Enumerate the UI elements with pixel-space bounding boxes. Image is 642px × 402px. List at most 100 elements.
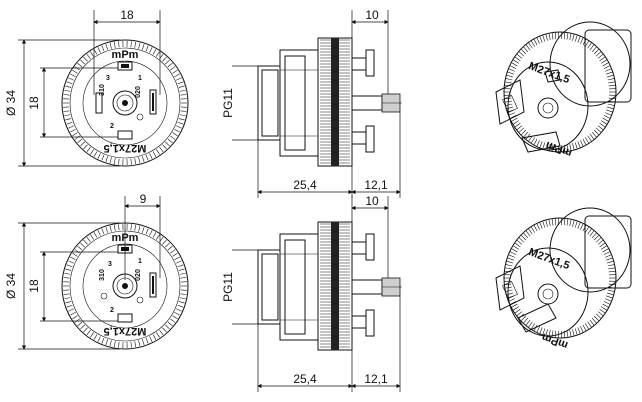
thread-marking: M27x1,5 bbox=[104, 142, 147, 154]
knurl-tick bbox=[86, 53, 91, 60]
knurl-tick bbox=[516, 239, 523, 245]
knurl-tick bbox=[545, 219, 548, 227]
knurl-tick bbox=[548, 33, 551, 41]
knurl-tick bbox=[606, 292, 614, 296]
knurl-tick bbox=[152, 151, 157, 157]
knurl-tick bbox=[569, 329, 572, 337]
pin-label-1: 1 bbox=[138, 258, 142, 265]
knurl-tick bbox=[176, 308, 182, 312]
knurl-tick bbox=[563, 32, 566, 40]
knurl-tick bbox=[90, 149, 94, 155]
knurl-tick bbox=[170, 249, 176, 254]
knurl-tick bbox=[602, 303, 609, 308]
knurl-tick bbox=[566, 218, 569, 226]
knurl-tick bbox=[105, 226, 108, 233]
knurl-tick bbox=[145, 337, 149, 344]
knurl-tick bbox=[65, 268, 72, 271]
knurl-tick bbox=[512, 59, 519, 64]
knurl-tick bbox=[589, 133, 595, 140]
knurl-tick bbox=[152, 49, 157, 55]
knurl-tick bbox=[536, 326, 540, 333]
knurl-tick bbox=[580, 223, 584, 230]
knurl-tick bbox=[83, 56, 88, 62]
perspective-view-bottom: M27x1,5 mPm bbox=[495, 207, 632, 351]
knurl-tick bbox=[178, 268, 185, 271]
knurl-tick bbox=[66, 81, 73, 85]
knurl-tick bbox=[180, 94, 187, 96]
side-view-bottom bbox=[257, 221, 402, 351]
knurl-tick bbox=[603, 301, 611, 305]
dim-25-4-bottom: 25,4 bbox=[293, 372, 317, 386]
knurl-tick bbox=[156, 332, 160, 338]
knurl-tick bbox=[554, 32, 557, 40]
knurl-tick bbox=[507, 71, 514, 75]
knurl-perspective bbox=[504, 32, 616, 152]
knurl-tick bbox=[593, 48, 600, 55]
knurl-tick bbox=[572, 143, 575, 151]
knurl-tick bbox=[70, 129, 76, 133]
knurl-tick bbox=[599, 122, 606, 128]
knurl-tick bbox=[509, 301, 517, 305]
knurl-tick bbox=[68, 125, 74, 129]
knurl-tick bbox=[177, 264, 184, 268]
knurl-tick bbox=[97, 47, 101, 53]
knurl-tick bbox=[101, 228, 105, 235]
knurl-band bbox=[331, 222, 339, 350]
knurl-tick bbox=[159, 146, 164, 153]
knurl-tick bbox=[597, 239, 604, 245]
knurl-tick bbox=[142, 226, 145, 233]
knurl-tick bbox=[607, 289, 615, 292]
knurl-tick bbox=[70, 73, 76, 77]
knurl-tick bbox=[172, 132, 178, 137]
knurl-tick bbox=[156, 51, 160, 57]
knurl-tick bbox=[599, 308, 606, 314]
knurl-tick bbox=[533, 138, 538, 146]
knurl-tick bbox=[83, 327, 88, 333]
dim-width-18: 18 bbox=[120, 8, 134, 22]
knurl-tick bbox=[80, 242, 85, 248]
knurl-tick bbox=[523, 131, 529, 138]
knurl-tick bbox=[66, 264, 73, 268]
knurl-tick bbox=[518, 237, 525, 243]
knurl-tick bbox=[63, 277, 70, 279]
knurl-tick bbox=[505, 103, 513, 106]
knurl-tick bbox=[167, 138, 173, 144]
knurl-tick bbox=[138, 340, 141, 347]
knurl-tick bbox=[179, 89, 186, 92]
knurl-tick bbox=[142, 339, 145, 346]
knurl-tick bbox=[582, 38, 587, 46]
knurl-tick bbox=[606, 257, 613, 261]
knurl-tick bbox=[523, 232, 529, 239]
knurl-tick bbox=[165, 324, 170, 330]
knurl-tick bbox=[589, 230, 595, 237]
knurl-tick bbox=[134, 41, 137, 48]
knurl-tick bbox=[536, 223, 540, 230]
knurl-tick bbox=[601, 306, 608, 311]
knurl-tick bbox=[577, 141, 581, 149]
knurl-tick bbox=[569, 143, 572, 151]
front-bottom-dimensions: 9 Ø 34 18 bbox=[4, 192, 161, 350]
knurl-tick bbox=[145, 45, 149, 52]
knurl-tick bbox=[539, 35, 543, 43]
knurl-tick bbox=[601, 59, 608, 64]
knurl-tick bbox=[177, 121, 184, 125]
knurl-tick bbox=[591, 131, 597, 138]
knurl-tick bbox=[177, 304, 184, 308]
knurl-tick bbox=[566, 32, 569, 40]
knurl-tick bbox=[607, 264, 615, 267]
knurl-tick bbox=[176, 125, 182, 129]
knurl-tick bbox=[130, 41, 132, 48]
knurl-tick bbox=[109, 42, 112, 49]
knurl-tick bbox=[585, 323, 590, 330]
knurl-tick bbox=[65, 118, 72, 121]
dim-12-1-top: 12,1 bbox=[364, 178, 388, 192]
knurl-tick bbox=[520, 234, 527, 241]
knurl-tick bbox=[548, 219, 551, 227]
knurl-tick bbox=[77, 138, 83, 144]
knurl-tick bbox=[134, 224, 137, 231]
knurl-tick bbox=[512, 120, 519, 125]
code-marking-a: 310 bbox=[99, 269, 106, 281]
knurl-tick bbox=[582, 138, 587, 146]
pin-label-1: 1 bbox=[138, 75, 142, 82]
